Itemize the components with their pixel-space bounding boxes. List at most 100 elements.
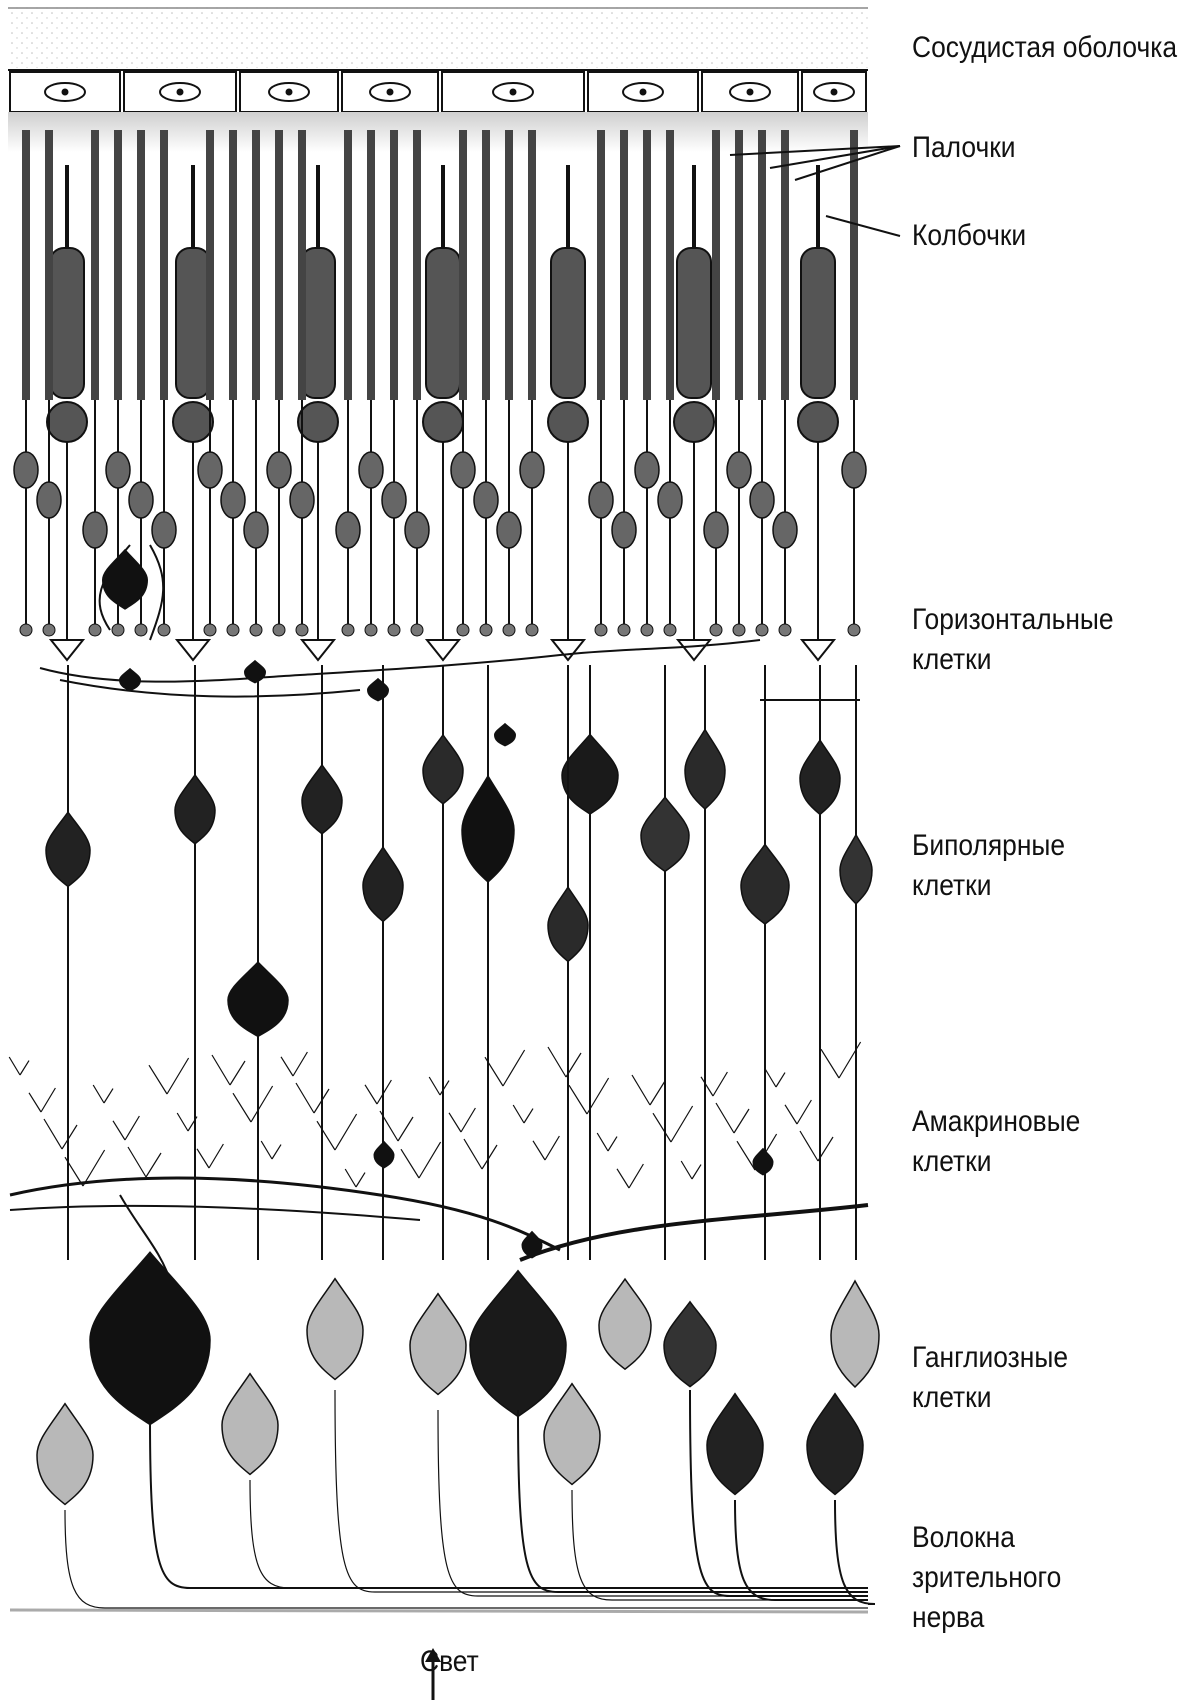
rod-nucleus (773, 512, 797, 548)
rod-outer-segment (275, 130, 283, 400)
rod-nucleus (704, 512, 728, 548)
rod-outer-segment (643, 130, 651, 400)
amacrine-cell-layer (9, 1042, 868, 1280)
amacrine-dendrite (681, 1161, 701, 1179)
rod-nucleus (750, 482, 774, 518)
rod-nucleus (106, 452, 130, 488)
label-choroid-text: Сосудистая оболочка (912, 28, 1177, 68)
amacrine-cell-body (753, 1149, 773, 1176)
rod-outer-segment (45, 130, 53, 400)
ganglion-cell-body (222, 1374, 278, 1475)
amacrine-process (10, 1178, 560, 1250)
label-horizontal-line2: клетки (912, 640, 1114, 680)
amacrine-process (10, 1206, 420, 1220)
label-cones: Колбочки (912, 216, 1026, 256)
rod-nucleus (83, 512, 107, 548)
bipolar-cell-body (685, 730, 725, 810)
rod-spherule (112, 624, 124, 636)
pigment-nucleolus (177, 89, 183, 95)
label-bipolar-cells: Биполярные клетки (912, 826, 1065, 906)
rod-spherule (756, 624, 768, 636)
amacrine-dendrite (653, 1106, 693, 1142)
rod-outer-segment (91, 130, 99, 400)
rod-outer-segment (528, 130, 536, 400)
rod-outer-segment (229, 130, 237, 400)
rod-outer-segment (735, 130, 743, 400)
amacrine-dendrite (29, 1088, 55, 1112)
rod-spherule (664, 624, 676, 636)
horizontal-cell-body (245, 661, 265, 682)
label-bipolar-line2: клетки (912, 866, 1065, 906)
rod-nucleus (727, 452, 751, 488)
amacrine-dendrite (149, 1058, 189, 1094)
label-cones-text: Колбочки (912, 216, 1026, 256)
rod-outer-segment (390, 130, 398, 400)
rod-spherule (457, 624, 469, 636)
label-optic-nerve-line2: зрительного (912, 1558, 1061, 1598)
amacrine-dendrite (449, 1108, 475, 1132)
ganglion-cell-body (707, 1394, 763, 1495)
amacrine-dendrite (9, 1057, 29, 1075)
label-amacrine-line1: Амакриновые (912, 1102, 1080, 1142)
cone-nucleus (298, 402, 338, 442)
rod-nucleus (405, 512, 429, 548)
cone-nucleus (548, 402, 588, 442)
rod-outer-segment (482, 130, 490, 400)
rod-outer-segment (666, 130, 674, 400)
label-rods: Палочки (912, 128, 1016, 168)
amacrine-dendrite (401, 1142, 441, 1178)
rod-outer-segment (298, 130, 306, 400)
choroid-layer (8, 6, 868, 68)
label-horizontal-cells: Горизонтальные клетки (912, 600, 1114, 680)
ganglion-cell-body (307, 1279, 363, 1380)
cone-pedicle (552, 640, 584, 660)
rod-spherule (365, 624, 377, 636)
rod-nucleus (474, 482, 498, 518)
rod-nucleus (129, 482, 153, 518)
rod-spherule (342, 624, 354, 636)
cone-pedicle (51, 640, 83, 660)
amacrine-dendrite (345, 1169, 365, 1187)
pigment-nucleolus (510, 89, 516, 95)
rod-spherule (618, 624, 630, 636)
optic-nerve-fiber (335, 1390, 868, 1592)
rod-nucleus (198, 452, 222, 488)
rod-spherule (733, 624, 745, 636)
rod-nucleus (152, 512, 176, 548)
rod-nucleus (336, 512, 360, 548)
optic-nerve-fiber (438, 1410, 868, 1596)
amacrine-dendrite (716, 1103, 749, 1133)
cone-outer-segment (301, 248, 335, 398)
optic-nerve-fiber (250, 1480, 868, 1588)
amacrine-dendrite (197, 1144, 223, 1168)
ganglion-cell-body (807, 1394, 863, 1495)
label-optic-nerve: Волокна зрительного нерва (912, 1518, 1061, 1638)
cone-outer-segment (677, 248, 711, 398)
amacrine-dendrite (617, 1164, 643, 1188)
cone-pedicle (177, 640, 209, 660)
rod-nucleus (658, 482, 682, 518)
horizontal-cell-body (495, 724, 515, 745)
rod-spherule (480, 624, 492, 636)
rod-nucleus (842, 452, 866, 488)
amacrine-dendrite (821, 1042, 861, 1078)
ganglion-cell-body (664, 1302, 716, 1387)
amacrine-dendrite (785, 1100, 811, 1124)
rod-nucleus (244, 512, 268, 548)
label-horizontal-line1: Горизонтальные (912, 600, 1114, 640)
pigment-nucleolus (640, 89, 646, 95)
amacrine-dendrite (533, 1136, 559, 1160)
label-light: Свет (420, 1645, 479, 1679)
amacrine-dendrite (765, 1069, 785, 1087)
pigment-nucleolus (62, 89, 68, 95)
rod-spherule (20, 624, 32, 636)
rod-spherule (204, 624, 216, 636)
rod-spherule (848, 624, 860, 636)
rod-nucleus (612, 512, 636, 548)
optic-nerve-fiber (65, 1510, 868, 1608)
nerve-fiber-bundle (10, 1610, 868, 1612)
amacrine-dendrite (93, 1085, 113, 1103)
ganglion-cell-body (470, 1271, 566, 1417)
rod-outer-segment (114, 130, 122, 400)
bipolar-cell-body (423, 735, 463, 804)
